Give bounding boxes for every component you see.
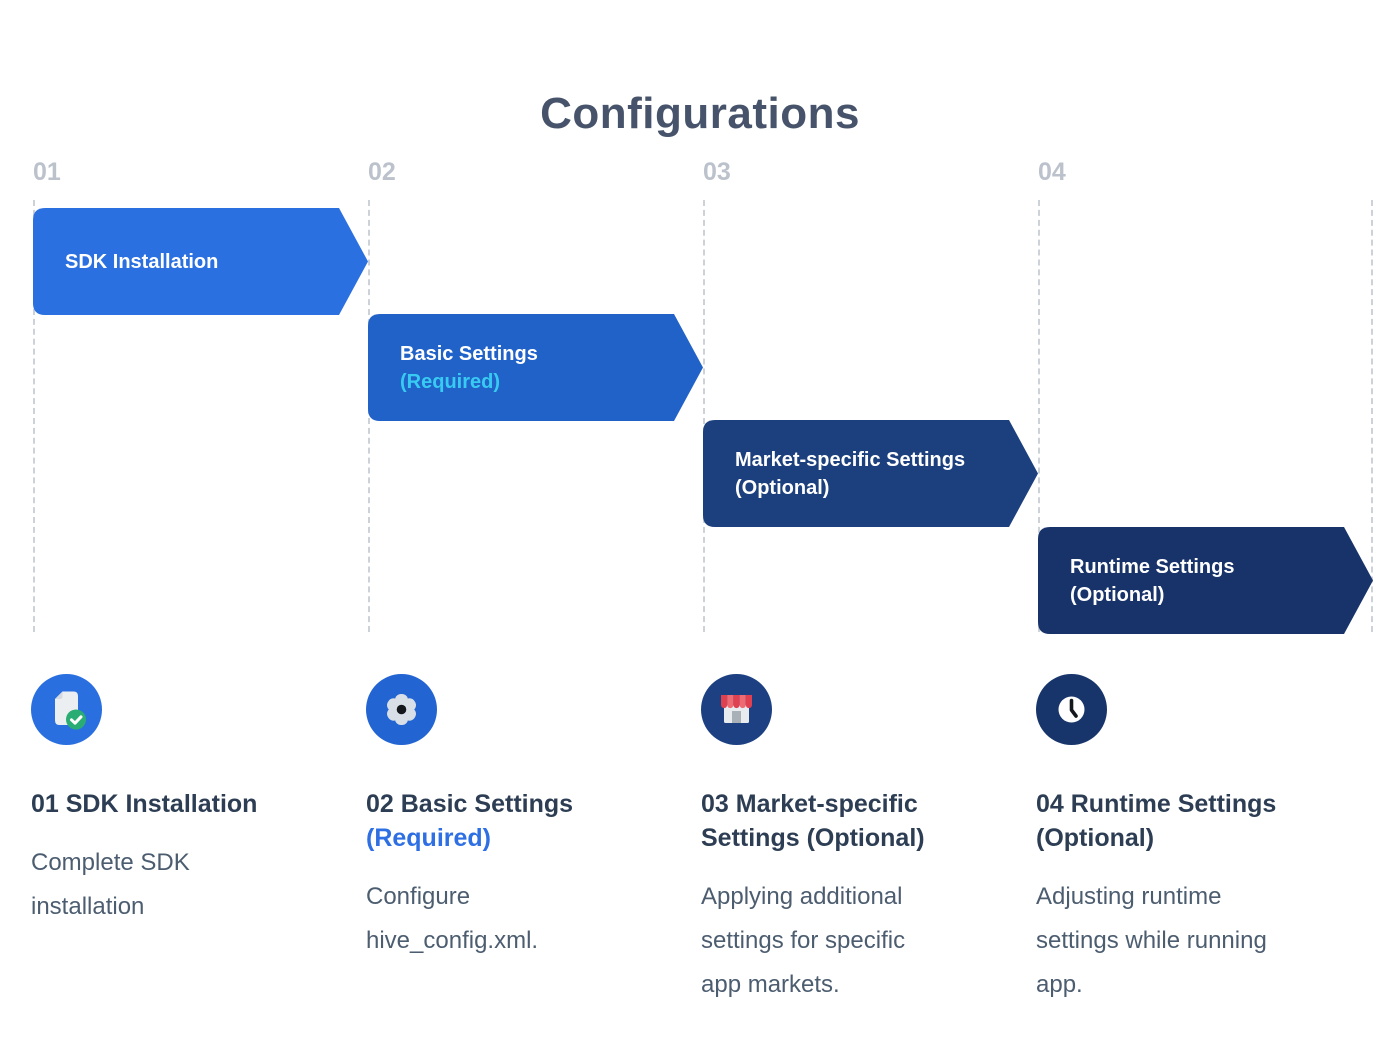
- page-title: Configurations: [540, 89, 860, 139]
- detail-heading: 04 Runtime Settings (Optional): [1036, 787, 1341, 855]
- step-number-02: 02: [368, 158, 396, 186]
- banner-label: Market-specific Settings (Optional): [735, 420, 1020, 527]
- banner-label-line2: (Required): [400, 370, 500, 393]
- detail-sdk-installation: 01 SDK Installation Complete SDK install…: [31, 674, 336, 929]
- detail-runtime-settings: 04 Runtime Settings (Optional) Adjusting…: [1036, 674, 1341, 1007]
- banner-label: SDK Installation: [65, 208, 350, 315]
- timeline-guide-3: [703, 200, 705, 632]
- banner-runtime-settings: Runtime Settings (Optional): [1038, 527, 1373, 634]
- gear-icon: [366, 674, 437, 745]
- banner-market-specific-settings: Market-specific Settings (Optional): [703, 420, 1038, 527]
- detail-market-specific-settings: 03 Market-specific Settings (Optional) A…: [701, 674, 1006, 1007]
- detail-heading: 01 SDK Installation: [31, 787, 336, 821]
- timeline-guide-5: [1371, 200, 1373, 632]
- banner-label-line1: Basic Settings: [400, 342, 538, 365]
- banner-label: Basic Settings (Required): [400, 314, 685, 421]
- detail-heading-line1: 01 SDK Installation: [31, 790, 258, 818]
- detail-description: Configure hive_config.xml.: [366, 883, 539, 954]
- banner-label-line2: (Optional): [1070, 583, 1165, 606]
- clock-icon: [1036, 674, 1107, 745]
- banner-label-line1: Market-specific Settings: [735, 448, 966, 471]
- timeline-guide-4: [1038, 200, 1040, 632]
- detail-heading-line2: (Required): [366, 824, 491, 852]
- step-number-01: 01: [33, 158, 61, 186]
- document-check-icon: [31, 674, 102, 745]
- banner-label-line1: SDK Installation: [65, 250, 219, 273]
- detail-heading-line2: (Optional): [1036, 824, 1155, 852]
- detail-description: Applying additional settings for specifi…: [701, 883, 906, 998]
- chevron-banner-shape: [1038, 527, 1373, 634]
- banner-label-line1: Runtime Settings: [1070, 555, 1235, 578]
- detail-basic-settings: 02 Basic Settings (Required) Configure h…: [366, 674, 671, 963]
- detail-heading: 03 Market-specific Settings (Optional): [701, 787, 1006, 855]
- detail-heading-line1: 02 Basic Settings: [366, 790, 574, 818]
- storefront-icon: [701, 674, 772, 745]
- chevron-banner-shape: [368, 314, 703, 421]
- detail-heading-line1: 04 Runtime Settings: [1036, 790, 1277, 818]
- detail-description: Complete SDK installation: [31, 849, 190, 920]
- step-number-04: 04: [1038, 158, 1066, 186]
- timeline-guide-2: [368, 200, 370, 632]
- timeline-guide-1: [33, 200, 35, 632]
- detail-heading-line1: 03 Market-specific: [701, 790, 918, 818]
- detail-heading-line2: Settings (Optional): [701, 824, 925, 852]
- detail-description: Adjusting runtime settings while running…: [1036, 883, 1267, 998]
- banner-label-line2: (Optional): [735, 476, 830, 499]
- banner-basic-settings: Basic Settings (Required): [368, 314, 703, 421]
- chevron-banner-shape: [33, 208, 368, 315]
- banner-label: Runtime Settings (Optional): [1070, 527, 1355, 634]
- step-number-03: 03: [703, 158, 731, 186]
- detail-heading: 02 Basic Settings (Required): [366, 787, 671, 855]
- chevron-banner-shape: [703, 420, 1038, 527]
- banner-sdk-installation: SDK Installation: [33, 208, 368, 315]
